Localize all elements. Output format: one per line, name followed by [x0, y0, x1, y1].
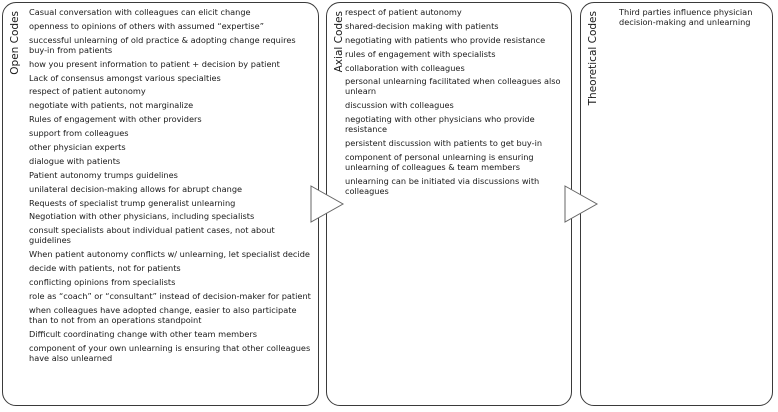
open-code-item: support from colleagues: [29, 128, 129, 139]
arrow-right-icon: [310, 185, 345, 223]
axial-code-item: persistent discussion with patients to g…: [345, 138, 543, 149]
open-codes-panel: Open Codes Casual conversation with coll…: [2, 2, 319, 406]
theoretical-codes-panel: Theoretical Codes Third parties influenc…: [580, 2, 773, 406]
open-code-item: negotiate with patients, not marginalize: [29, 100, 194, 111]
theoretical-codes-title: Theoretical Codes: [587, 11, 599, 106]
theoretical-code-item: Third parties influence physician decisi…: [619, 7, 753, 27]
axial-codes-list: respect of patient autonomy shared-decisi…: [345, 7, 565, 200]
open-code-item: how you present information to patient +…: [29, 58, 280, 69]
open-code-item: other physician experts: [29, 142, 126, 153]
open-codes-list: Casual conversation with colleagues can …: [29, 7, 314, 366]
open-code-item: conflicting opinions from specialists: [29, 277, 176, 288]
open-code-item: successful unlearning of old practice & …: [29, 34, 296, 55]
open-code-item: respect of patient autonomy: [29, 86, 146, 97]
open-code-item: when colleagues have adopted change, eas…: [29, 304, 297, 325]
open-code-item: When patient autonomy conflicts w/ unlea…: [29, 249, 310, 260]
open-code-item: Lack of consensus amongst various specia…: [29, 72, 221, 83]
axial-code-item: unlearning can be initiated via discussi…: [345, 175, 540, 196]
open-codes-label-column: Open Codes: [3, 3, 27, 405]
open-code-item: dialogue with patients: [29, 155, 121, 166]
open-code-item: Patient autonomy trumps guidelines: [29, 169, 178, 180]
open-code-item: Rules of engagement with other providers: [29, 114, 202, 125]
open-codes-title: Open Codes: [9, 11, 21, 75]
open-code-item: role as “coach” or “consultant” instead …: [29, 290, 311, 301]
axial-code-item: respect of patient autonomy: [345, 7, 462, 17]
arrow-right-icon: [564, 185, 599, 223]
axial-code-item: rules of engagement with specialists: [345, 48, 496, 59]
open-code-item: Negotiation with other physicians, inclu…: [29, 211, 255, 222]
theoretical-codes-list: Third parties influence physician decisi…: [619, 7, 769, 31]
axial-code-item: discussion with colleagues: [345, 100, 454, 111]
open-code-item: Difficult coordinating change with other…: [29, 328, 257, 339]
open-code-item: Casual conversation with colleagues can …: [29, 7, 251, 17]
open-code-item: decide with patients, not for patients: [29, 263, 181, 274]
axial-code-item: personal unlearning facilitated when col…: [345, 76, 561, 97]
open-code-item: openness to opinions of others with assu…: [29, 20, 264, 31]
axial-code-item: component of personal unlearning is ensu…: [345, 152, 534, 173]
axial-codes-title: Axial Codes: [333, 11, 345, 73]
open-code-item: unilateral decision-making allows for ab…: [29, 183, 243, 194]
open-code-item: component of your own unlearning is ensu…: [29, 342, 311, 363]
open-code-item: consult specialists about individual pat…: [29, 225, 275, 246]
axial-code-item: negotiating with other physicians who pr…: [345, 114, 535, 135]
axial-code-item: shared-decision making with patients: [345, 20, 499, 31]
axial-codes-panel: Axial Codes respect of patient autonomy s…: [326, 2, 572, 406]
axial-code-item: negotiating with patients who provide re…: [345, 34, 546, 45]
axial-code-item: collaboration with colleagues: [345, 62, 465, 73]
open-code-item: Requests of specialist trump generalist …: [29, 197, 236, 208]
